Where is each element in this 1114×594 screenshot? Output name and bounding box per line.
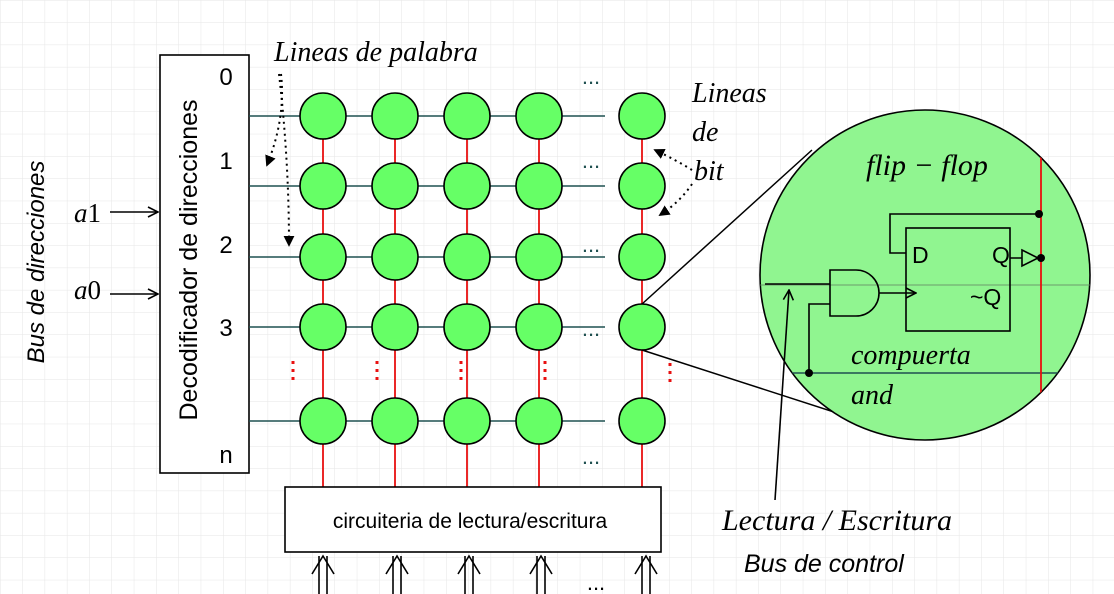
memory-cell [299,233,347,281]
data-bus-arrow [457,554,481,594]
memory-cell [618,92,666,140]
memory-cell [443,397,491,445]
ellipsis-row-n: ... [582,444,600,469]
row-number-0: 0 [219,64,232,91]
and-gate-label-2: and [851,380,894,411]
flip-flop-qn-pin: ~Q [970,284,1001,310]
memory-cell [299,162,347,210]
decoder-label: Decodificador de direcciones [175,99,203,420]
memory-cell [515,397,563,445]
memory-cell [371,162,419,210]
junction-dot [805,369,813,377]
column-ellipses: ... ... ... ... ... [582,64,600,469]
input-a1-label: a1 [74,198,101,228]
word-lines-label: Lineas de palabra [273,37,478,68]
zoom-connector-top [641,149,813,305]
ellipsis-data-bus: ... [587,570,605,594]
input-a0-label: a0 [74,275,101,305]
memory-cell [371,303,419,351]
read-write-circuitry-box [284,486,662,553]
row-number-n: n [219,442,232,469]
ellipsis-top: ... [582,64,600,89]
q-output-buffer [1010,248,1040,268]
flip-flop-q-pin: Q [992,242,1010,268]
row-number-2: 2 [219,232,232,259]
memory-cell [371,397,419,445]
memory-cell [443,162,491,210]
memory-cell [443,233,491,281]
memory-cell-zoomed [618,303,666,351]
memory-cell [618,397,666,445]
and-gate-label-1: compuerta [851,340,971,371]
junction-dot [1037,254,1045,262]
memory-cell [299,92,347,140]
bit-line-pointer-1 [653,148,693,171]
memory-cell [371,92,419,140]
address-bus-label: Bus de direcciones [23,161,50,364]
zoomed-cell-detail: flip − flop D Q ~Q compuerta and [759,109,1091,441]
word-line-pointer-2 [278,73,295,247]
control-signal-arrow [774,290,789,501]
memory-cell [515,303,563,351]
flip-flop-box [905,227,1011,332]
bit-lines-label-1: Lineas [691,78,767,109]
read-write-circuitry-label: circuiteria de lectura/escritura [333,510,608,533]
memory-cell [443,303,491,351]
feedback-wire [889,213,1039,254]
memory-cell [299,397,347,445]
read-write-label: Lectura / Escritura [721,504,952,537]
ellipsis-row-2: ... [582,232,600,257]
data-bus-arrow [385,554,409,594]
bit-lines-label-2: de [692,117,718,148]
ellipsis-row-3: ... [582,316,600,341]
memory-cell [515,233,563,281]
flip-flop-label: flip − flop [866,149,988,182]
and-gate-symbol [829,269,880,317]
data-bus-arrow [311,554,335,594]
memory-cell [443,92,491,140]
memory-cell [618,233,666,281]
row-number-3: 3 [219,315,232,342]
decoder-box [159,54,250,474]
junction-dot [1035,210,1043,218]
memory-cell [299,303,347,351]
control-bus-label: Bus de control [744,550,905,578]
memory-cell [618,162,666,210]
data-bus-arrows [311,554,658,594]
memory-cell [515,92,563,140]
data-bus-arrow [529,554,553,594]
and-input-2 [808,303,830,373]
flip-flop-d-pin: D [912,242,929,268]
memory-cell [515,162,563,210]
row-number-1: 1 [219,148,232,175]
bit-lines-label-3: bit [694,156,725,187]
zoom-circle [759,109,1091,441]
data-bus-arrow [634,554,658,594]
memory-cell [371,233,419,281]
ellipsis-row-1: ... [582,148,600,173]
